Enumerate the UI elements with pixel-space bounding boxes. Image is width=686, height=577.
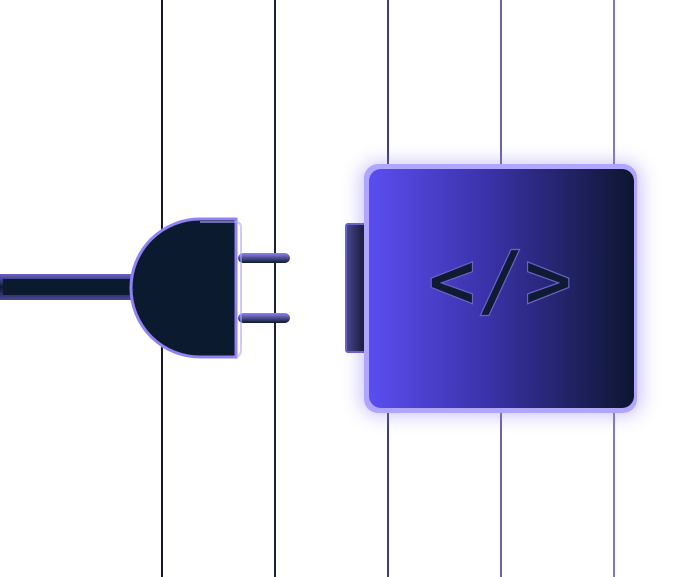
code-socket-icon: </>: [364, 164, 637, 413]
power-plug-icon: [129, 217, 290, 359]
power-cable: [0, 274, 140, 300]
plug-prong-bottom: [238, 313, 290, 323]
code-symbol-text: </>: [428, 234, 573, 327]
plug-body: [129, 217, 238, 359]
plug-prong-top: [238, 253, 290, 263]
socket-tab: [345, 223, 367, 353]
